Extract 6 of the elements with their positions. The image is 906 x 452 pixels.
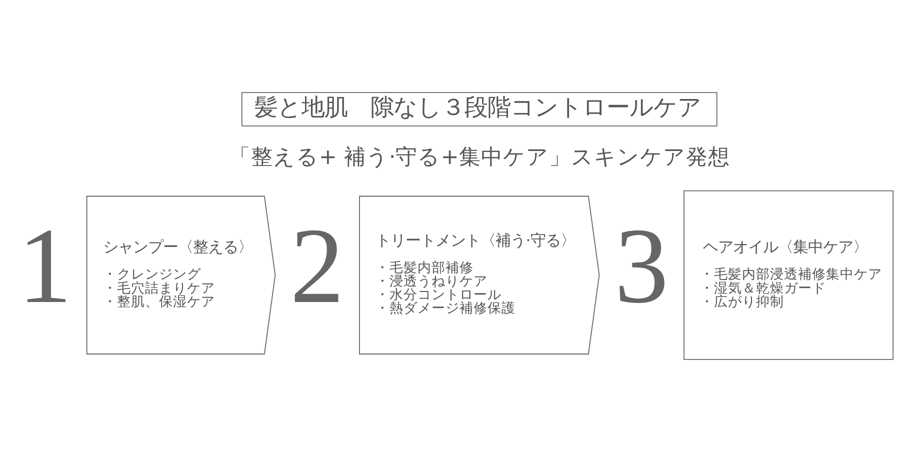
node-label: 2 — [290, 207, 344, 326]
node-box: ヘアオイル〈集中ケア〉 ・毛髪内部浸透補修集中ケア ・湿気＆乾燥ガード ・広がり抑制 — [684, 190, 894, 360]
node-box: 髪と地肌 隙なし３段階コントロールケア — [241, 92, 718, 126]
node-label: 1 — [18, 207, 72, 326]
node-label: 3 — [614, 207, 669, 326]
label: 「整える+ 補う·守る+集中ケア」スキンケア発想 — [228, 144, 730, 170]
